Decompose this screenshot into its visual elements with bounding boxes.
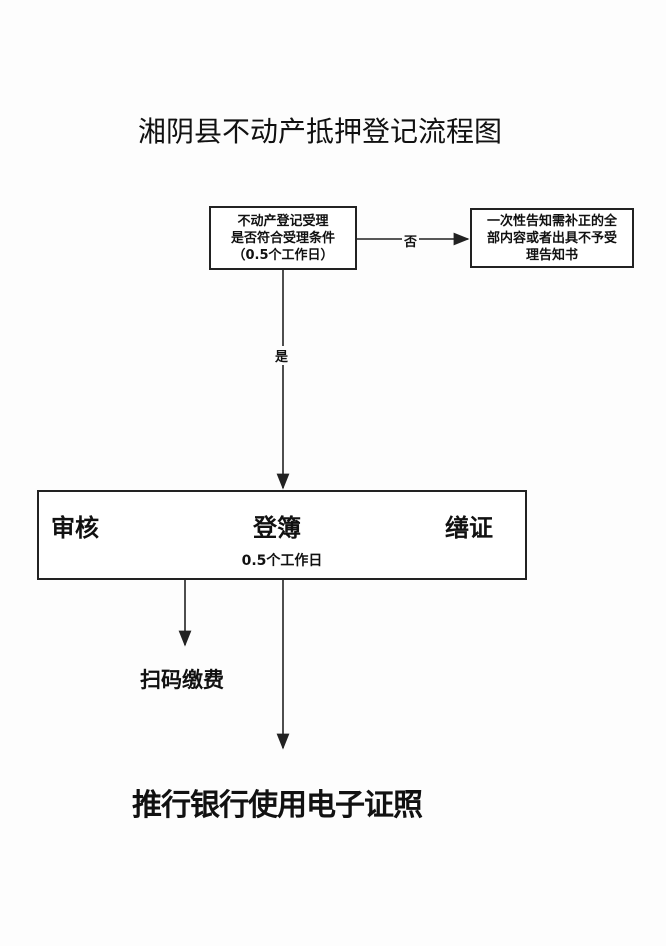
- process-duration: 0.5个工作日: [241, 553, 323, 569]
- reject-box: 一次性告知需补正的全 部内容或者出具不予受 理告知书: [470, 208, 634, 268]
- final-step: 推行银行使用电子证照: [132, 788, 423, 823]
- step-certificate: 缮证: [445, 514, 493, 542]
- reject-line: 一次性告知需补正的全: [486, 213, 617, 229]
- acceptance-line: （0.5个工作日）: [232, 247, 334, 263]
- reject-line: 部内容或者出具不予受: [486, 230, 617, 246]
- step-register: 登簿: [253, 514, 301, 542]
- step-review: 审核: [51, 514, 99, 542]
- acceptance-box: 不动产登记受理 是否符合受理条件 （0.5个工作日）: [209, 206, 357, 270]
- yes-label: 是: [275, 346, 289, 365]
- payment-step: 扫码缴费: [140, 668, 224, 692]
- process-box: 审核 登簿 缮证 0.5个工作日: [37, 490, 527, 580]
- acceptance-line: 是否符合受理条件: [230, 230, 335, 246]
- acceptance-line: 不动产登记受理: [237, 213, 329, 229]
- page-title: 湘阴县不动产抵押登记流程图: [137, 115, 502, 148]
- reject-line: 理告知书: [525, 247, 578, 263]
- no-label: 否: [402, 231, 420, 250]
